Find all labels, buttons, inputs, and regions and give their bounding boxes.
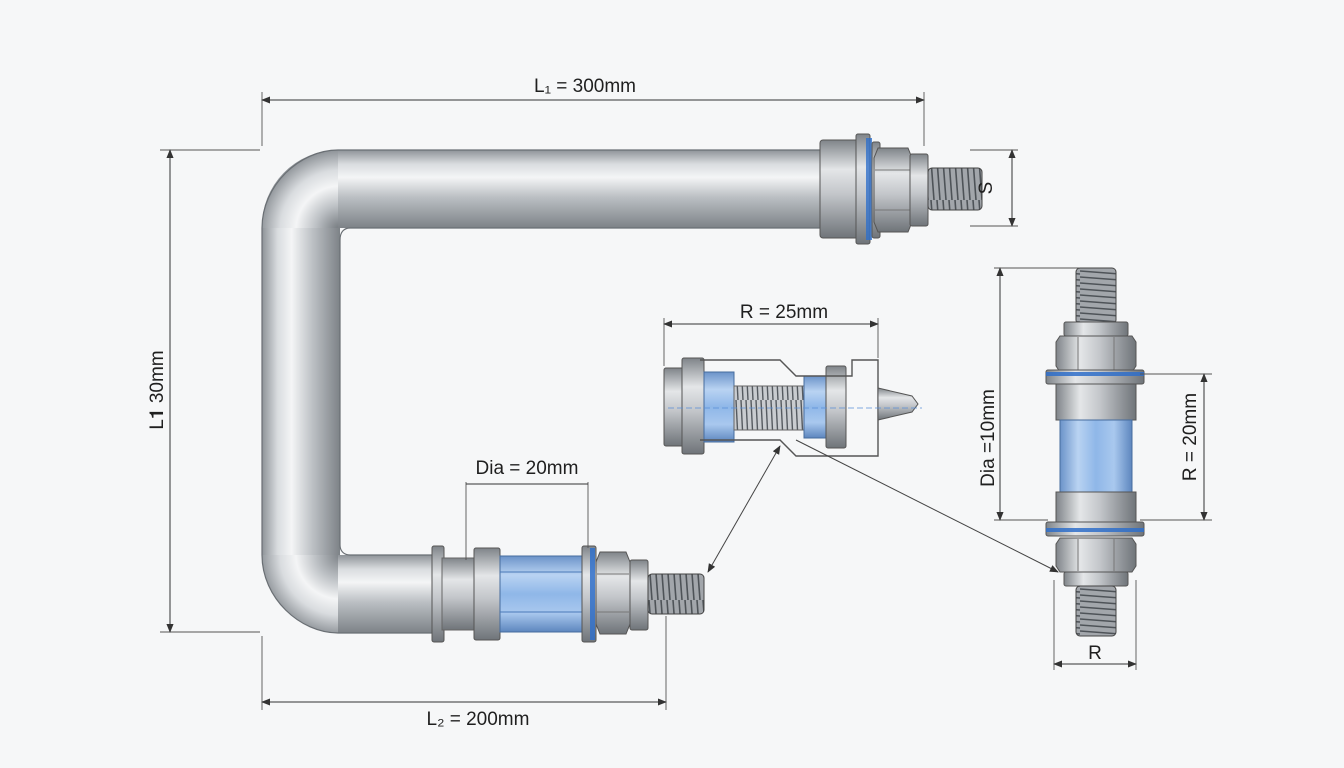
label-l1: L₁ = 300mm: [534, 76, 636, 97]
label-l2: L₂ = 200mm: [427, 709, 530, 730]
pipe-bottom-run: [338, 555, 438, 633]
dimension-lines: [160, 92, 1212, 710]
top-right-fitting: [819, 133, 983, 245]
threaded-stud: [927, 167, 983, 211]
dimension-labels: L₁ = 300mm L𝟏 30mm L₂ = 200mm Dia = 20mm…: [147, 76, 1201, 730]
bottom-fitting: [431, 545, 705, 643]
label-r-detail: R = 20mm: [1180, 393, 1201, 481]
coupling-collar: [473, 547, 501, 641]
label-dia-pipe: Dia = 20mm: [476, 458, 579, 479]
detail-sight-glass: [1059, 419, 1133, 495]
pipe-top-run: [338, 150, 824, 228]
nozzle-tip: [877, 387, 919, 421]
label-r-bottom: R: [1088, 643, 1102, 664]
inset-housing: [700, 359, 879, 457]
threaded-stud-bottom: [647, 573, 705, 615]
nut-small: [909, 153, 929, 227]
sight-glass: [499, 555, 583, 633]
label-thread-s: S: [976, 182, 997, 195]
inset-cutaway: [663, 357, 922, 457]
bottom-thread: [1075, 585, 1117, 637]
label-r-inset: R = 25mm: [740, 302, 828, 323]
pipe-bottom-bend: [262, 555, 338, 633]
hex-nut: [873, 147, 913, 233]
label-l-vertical: L𝟏 30mm: [147, 350, 168, 429]
label-dia-detail: Dia =10mm: [978, 389, 999, 487]
vertical-detail-fitting: [1045, 267, 1145, 637]
pipe-vertical-run: [262, 228, 340, 555]
top-thread: [1075, 267, 1117, 325]
hex-nut-bottom: [595, 551, 631, 635]
u-pipe: [261, 149, 824, 634]
